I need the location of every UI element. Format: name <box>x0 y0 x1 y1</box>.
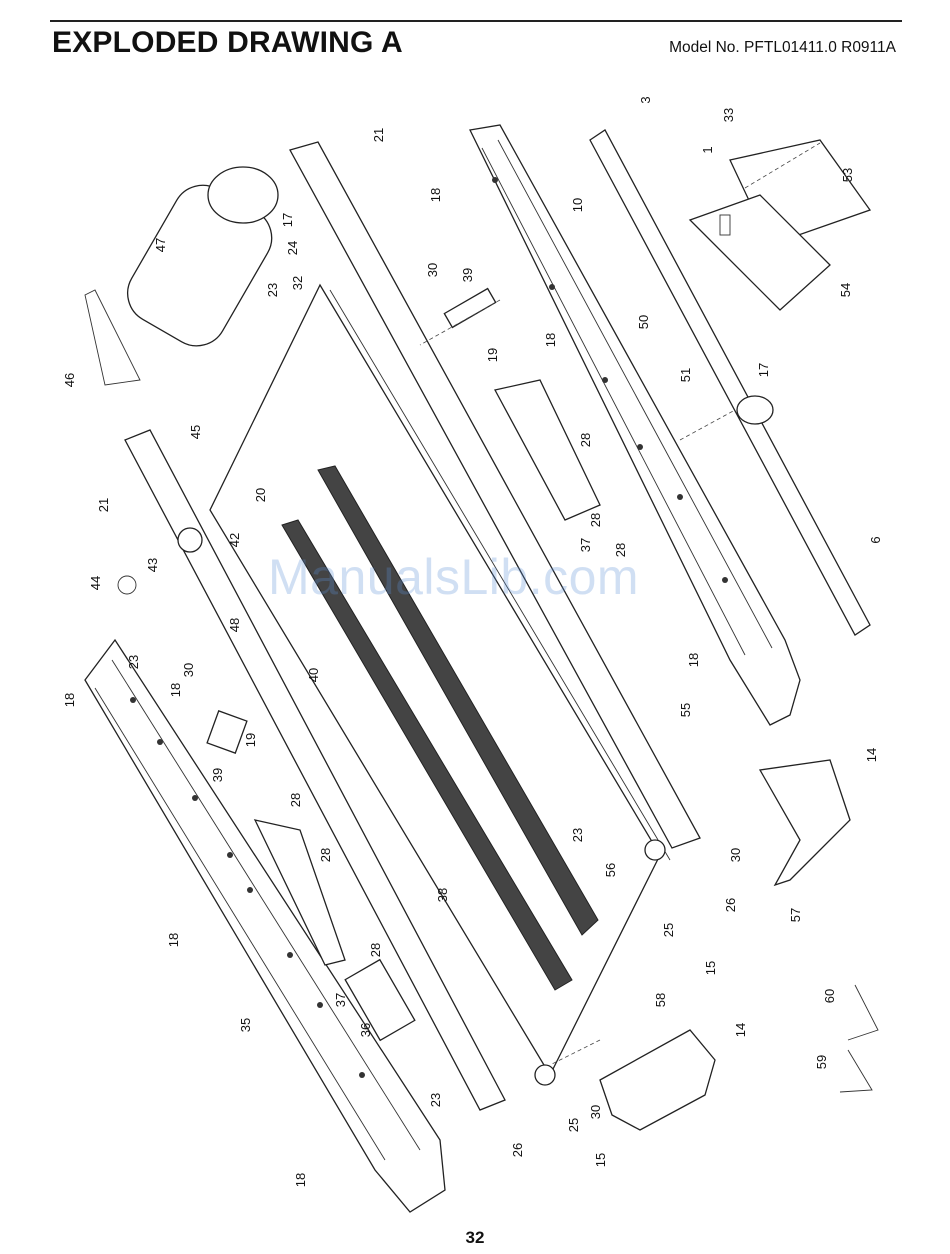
callout-30: 30 <box>588 1105 603 1119</box>
callout-21: 21 <box>96 498 111 512</box>
callout-21: 21 <box>371 128 386 142</box>
callout-45: 45 <box>188 425 203 439</box>
callout-14: 14 <box>864 748 879 762</box>
bracket-39-left <box>207 711 247 753</box>
callout-15: 15 <box>703 961 718 975</box>
rear-roller-right <box>645 840 665 860</box>
callout-47: 47 <box>153 238 168 252</box>
callout-18: 18 <box>686 653 701 667</box>
wire-44 <box>118 576 136 594</box>
callout-57: 57 <box>788 908 803 922</box>
callout-6: 6 <box>868 536 883 543</box>
callout-26: 26 <box>723 898 738 912</box>
callout-37: 37 <box>333 993 348 1007</box>
callout-24: 24 <box>285 241 300 255</box>
pin-60 <box>848 985 878 1040</box>
callout-23: 23 <box>265 283 280 297</box>
callout-30: 30 <box>181 663 196 677</box>
callout-17: 17 <box>280 213 295 227</box>
callout-28: 28 <box>318 848 333 862</box>
callout-55: 55 <box>678 703 693 717</box>
callout-36: 36 <box>358 1023 373 1037</box>
callout-10: 10 <box>570 198 585 212</box>
callout-39: 39 <box>210 768 225 782</box>
pin-59 <box>840 1050 872 1092</box>
callout-53: 53 <box>840 168 855 182</box>
callout-30: 30 <box>728 848 743 862</box>
callout-18: 18 <box>293 1173 308 1187</box>
callout-18: 18 <box>166 933 181 947</box>
page-number: 32 <box>0 1228 950 1248</box>
callout-20: 20 <box>253 488 268 502</box>
callout-33: 33 <box>721 108 736 122</box>
callout-3: 3 <box>638 96 653 103</box>
callout-54: 54 <box>838 283 853 297</box>
callout-28: 28 <box>288 793 303 807</box>
callout-28: 28 <box>578 433 593 447</box>
callout-14: 14 <box>733 1023 748 1037</box>
callout-15: 15 <box>593 1153 608 1167</box>
callout-18: 18 <box>62 693 77 707</box>
callout-19: 19 <box>243 733 258 747</box>
callout-1: 1 <box>700 146 715 153</box>
callout-38: 38 <box>435 888 450 902</box>
callout-18: 18 <box>168 683 183 697</box>
callout-42: 42 <box>227 533 242 547</box>
callout-43: 43 <box>145 558 160 572</box>
callout-44: 44 <box>88 576 103 590</box>
callout-25: 25 <box>566 1118 581 1132</box>
rear-endcap-left <box>600 1030 715 1130</box>
callout-18: 18 <box>543 333 558 347</box>
callout-30: 30 <box>425 263 440 277</box>
pulley-42 <box>178 528 202 552</box>
callout-58: 58 <box>653 993 668 1007</box>
callout-60: 60 <box>822 989 837 1003</box>
callout-28: 28 <box>368 943 383 957</box>
callout-18: 18 <box>428 188 443 202</box>
callout-40: 40 <box>306 668 321 682</box>
rear-endcap-right <box>760 760 850 885</box>
callout-26: 26 <box>510 1143 525 1157</box>
callout-48: 48 <box>227 618 242 632</box>
callout-51: 51 <box>678 368 693 382</box>
watermark: ManualsLib.com <box>268 548 639 606</box>
callout-35: 35 <box>238 1018 253 1032</box>
callout-17: 17 <box>756 363 771 377</box>
callout-23: 23 <box>428 1093 443 1107</box>
callout-39: 39 <box>460 268 475 282</box>
callout-28: 28 <box>588 513 603 527</box>
bracket-39-right <box>444 289 495 328</box>
callout-25: 25 <box>661 923 676 937</box>
callout-59: 59 <box>814 1055 829 1069</box>
callout-19: 19 <box>485 348 500 362</box>
rear-roller-left <box>535 1065 555 1085</box>
callout-50: 50 <box>636 315 651 329</box>
callout-23: 23 <box>126 655 141 669</box>
callout-46: 46 <box>62 373 77 387</box>
callout-23: 23 <box>570 828 585 842</box>
callout-32: 32 <box>290 276 305 290</box>
callout-56: 56 <box>603 863 618 877</box>
